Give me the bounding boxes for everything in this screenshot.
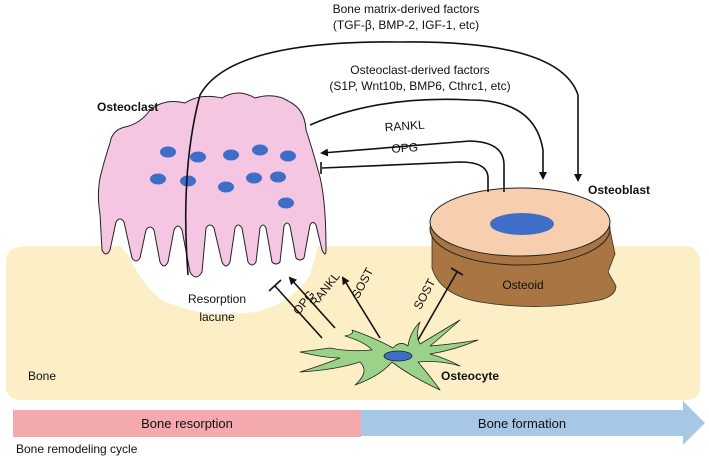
osteoclast-nucleus: [280, 150, 296, 162]
resorption-lacune-label-line2: lacune: [199, 310, 235, 324]
osteoclast-nucleus: [180, 175, 196, 187]
sost-arrow-to-osteoclast: [341, 276, 381, 339]
osteoclast-cell: [97, 92, 327, 278]
signal-arrows: [184, 41, 582, 341]
osteoclast-factors-list: (S1P, Wnt10b, BMP6, Cthrc1, etc): [329, 79, 510, 93]
osteoclast-nucleus: [278, 197, 294, 209]
opg-inhibit-from-osteocyte: [274, 285, 323, 339]
rankl-arrow-from-osteoblast: [320, 140, 505, 192]
bone-resorption-bar: [13, 410, 361, 437]
osteoblast-nucleus: [490, 213, 554, 235]
osteoclast-nucleus: [246, 172, 262, 184]
osteoclast-nucleus: [190, 151, 206, 163]
rankl-arrow-from-osteocyte: [288, 276, 336, 329]
opg-inhibit-from-osteoblast: [321, 161, 489, 192]
osteocyte-cell: [299, 319, 479, 391]
sost-inhibit-bar: [450, 267, 464, 276]
bone-label: Bone: [28, 369, 56, 383]
resorption-lacune-label-line1: Resorption: [188, 292, 246, 306]
bone-formation-bar: [361, 401, 705, 445]
osteoid-label: Osteoid: [502, 278, 543, 292]
osteoclast-factors-title: Osteoclast-derived factors: [350, 63, 489, 77]
osteoclast-nucleus: [252, 144, 268, 156]
bone-resorption-label: Bone resorption: [141, 416, 233, 431]
osteocyte-nucleus: [383, 350, 413, 362]
osteoblast-label: Osteoblast: [588, 183, 650, 197]
opg-inhibit-bar-osteocyte: [268, 279, 282, 292]
sost-inhibit-to-osteoblast: [417, 271, 458, 341]
osteoclast-nucleus: [223, 149, 239, 161]
opg-top-label: OPG: [391, 140, 419, 156]
osteocyte-label: Osteocyte: [441, 369, 499, 383]
osteoclast-nucleus: [150, 173, 166, 185]
osteoclast-factor-arrow: [309, 98, 547, 180]
osteoclast-nuclei: [150, 144, 296, 209]
osteoclast-label: Osteoclast: [97, 100, 158, 114]
bone-formation-label: Bone formation: [478, 416, 566, 431]
bone-matrix-factors-list: (TGF-β, BMP-2, IGF-1, etc): [333, 18, 479, 32]
bone-remodeling-cycle-caption: Bone remodeling cycle: [16, 442, 138, 456]
rankl-top-label: RANKL: [384, 118, 425, 135]
osteoclast-nucleus: [218, 181, 234, 193]
bone-matrix-arrow: [184, 41, 582, 276]
bone-matrix-factors-title: Bone matrix-derived factors: [333, 2, 480, 16]
osteoclast-nucleus: [160, 146, 176, 158]
osteoclast-nucleus: [270, 171, 286, 183]
resorption-lacune: [120, 246, 318, 314]
